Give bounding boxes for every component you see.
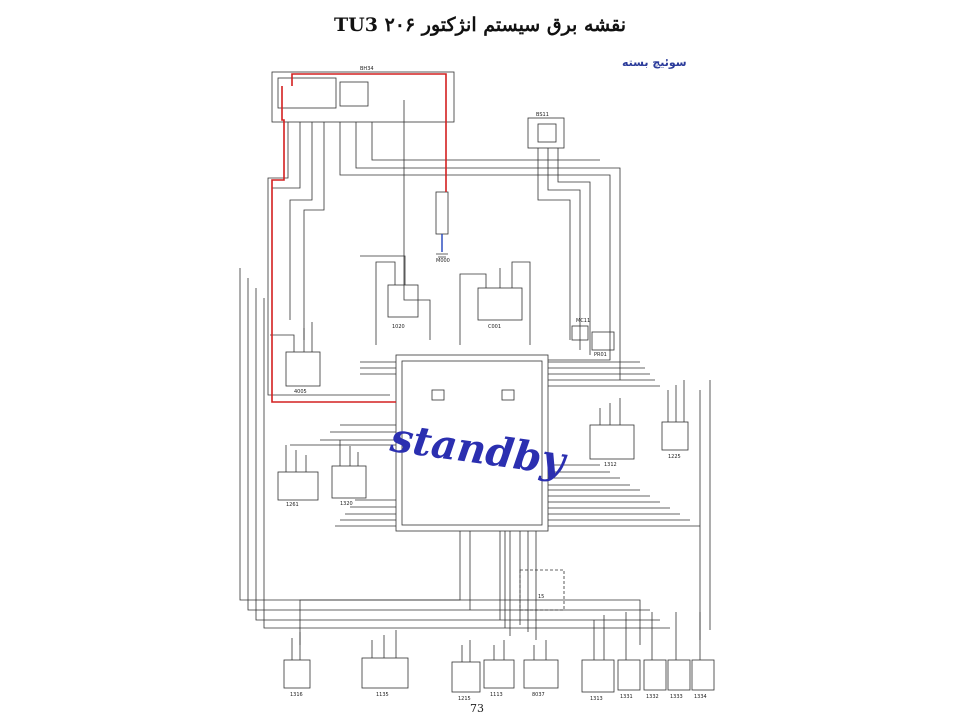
- c8037-box: [523, 659, 559, 689]
- c001-box: [477, 287, 523, 321]
- c1334-box: [691, 659, 715, 691]
- c1113-box: [483, 659, 515, 689]
- c1135-label: 1135: [376, 692, 389, 698]
- page-number: 73: [470, 702, 484, 715]
- ground-label: M000: [436, 258, 450, 264]
- c1334-label: 1334: [694, 694, 707, 700]
- c1215-label: 1215: [458, 696, 471, 702]
- c1261-label: 1261: [286, 502, 299, 508]
- highlighted-wire: [271, 73, 447, 403]
- pr01-box: [591, 331, 615, 351]
- c1113-label: 1113: [490, 692, 503, 698]
- bh34-box: [271, 71, 455, 123]
- mc11-label: MC11: [576, 318, 590, 324]
- c4005-box: [285, 351, 321, 387]
- c1225-box: [661, 421, 689, 451]
- bs11-box: [527, 117, 565, 149]
- bh34-relay-block: [277, 77, 337, 109]
- c1510-box: [519, 569, 565, 611]
- c1135-box: [361, 657, 409, 689]
- bh34-fuse-block: [339, 81, 369, 107]
- ecu-box: [395, 354, 549, 532]
- c1332-label: 1332: [646, 694, 659, 700]
- c1313-box: [581, 659, 615, 693]
- bs11-label: BS11: [536, 112, 549, 118]
- mc11-box: [571, 325, 589, 341]
- c1312-label: 1312: [604, 462, 617, 468]
- c1215-box: [451, 661, 481, 693]
- c1320-box: [331, 465, 367, 499]
- bh34-label: BH34: [360, 66, 374, 72]
- c1510-label: 15: [538, 594, 544, 600]
- c1331-box: [617, 659, 641, 691]
- c1332-box: [643, 659, 667, 691]
- page-title: نقشه برق سیستم انژکتور ۲۰۶ TU3: [334, 14, 626, 36]
- c1312-box: [589, 424, 635, 460]
- c1261-box: [277, 471, 319, 501]
- c1316-label: 1316: [290, 692, 303, 698]
- switch-status-label: سوئیچ بسته: [622, 56, 687, 69]
- standby-watermark: standby: [387, 414, 571, 485]
- pr01-label: PR01: [594, 352, 607, 358]
- c1313-label: 1313: [590, 696, 603, 702]
- c1333-label: 1333: [670, 694, 683, 700]
- d020-label: 1020: [392, 324, 405, 330]
- c1331-label: 1331: [620, 694, 633, 700]
- d020-box: [387, 284, 419, 318]
- c1316-box: [283, 659, 311, 689]
- c1225-label: 1225: [668, 454, 681, 460]
- c001-label: C001: [488, 324, 501, 330]
- c1320-label: 1320: [340, 501, 353, 507]
- c1333-box: [667, 659, 691, 691]
- fuse-block: [435, 191, 449, 235]
- c4005-label: 4005: [294, 389, 307, 395]
- c8037-label: 8037: [532, 692, 545, 698]
